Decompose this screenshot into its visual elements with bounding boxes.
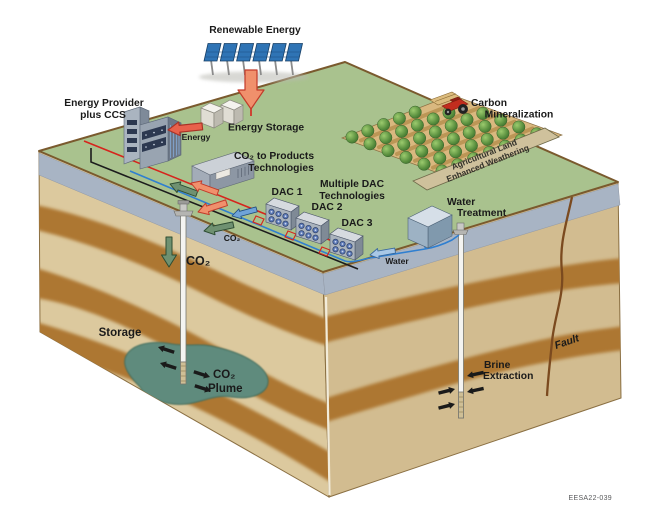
flow-arrows xyxy=(156,118,485,412)
co2-surface-label: CO₂ xyxy=(224,233,241,243)
carbon-mineralization-label-2: Mineralization xyxy=(485,110,554,121)
energy-storage-label: Energy Storage xyxy=(228,123,304,134)
figure-id: EESA22-039 xyxy=(569,495,612,502)
dac1-label: DAC 1 xyxy=(272,187,303,198)
dac2-label: DAC 2 xyxy=(312,202,343,213)
multiple-dac-label-2: Technologies xyxy=(319,191,385,202)
front-corner-edge xyxy=(324,296,331,496)
tractor xyxy=(429,91,469,116)
brine-well xyxy=(458,231,464,419)
carbon-mineralization-label-1: Carbon xyxy=(471,98,507,109)
brine-wellhead xyxy=(452,222,469,235)
injection-well xyxy=(180,213,187,385)
renewable-to-storage-arrow xyxy=(237,69,265,110)
co2-injection-arrow xyxy=(161,236,177,268)
water-treatment-label-2: Treatment xyxy=(457,208,507,219)
energy-provider-label-2: plus CCS xyxy=(80,110,126,121)
agricultural-field xyxy=(341,91,563,191)
co2-injection-label: CO₂ xyxy=(186,254,210,268)
caprock-rim-right xyxy=(322,183,621,296)
co2-products-label-2: Technologies xyxy=(248,163,314,174)
renewable-energy-label: Renewable Energy xyxy=(209,25,301,36)
water-flow-label: Water xyxy=(385,256,409,266)
energy-flow-label: Energy xyxy=(182,132,211,142)
energy-storage-units xyxy=(200,99,244,129)
dac3-label: DAC 3 xyxy=(342,218,373,229)
fault-line xyxy=(545,196,574,397)
storage-label: Storage xyxy=(99,327,142,339)
co2-products-label-1: CO₂ to Products xyxy=(234,151,314,162)
co2-products-building xyxy=(191,151,255,193)
injection-wellhead xyxy=(173,200,194,217)
enhanced-weathering-strip xyxy=(412,127,560,191)
co2-plume-label-2: Plume xyxy=(208,383,243,395)
brine-label-1: Brine xyxy=(484,360,511,371)
water-treatment-label-1: Water xyxy=(447,197,475,208)
energy-provider-label-1: Energy Provider xyxy=(64,98,144,109)
multiple-dac-label-1: Multiple DAC xyxy=(320,179,385,190)
energy-provider-building xyxy=(123,106,182,170)
brine-label-2: Extraction xyxy=(483,371,533,382)
co2-plume-label-1: CO₂ xyxy=(213,369,235,381)
water-treatment-plant xyxy=(407,205,453,249)
solar-array xyxy=(199,43,309,83)
